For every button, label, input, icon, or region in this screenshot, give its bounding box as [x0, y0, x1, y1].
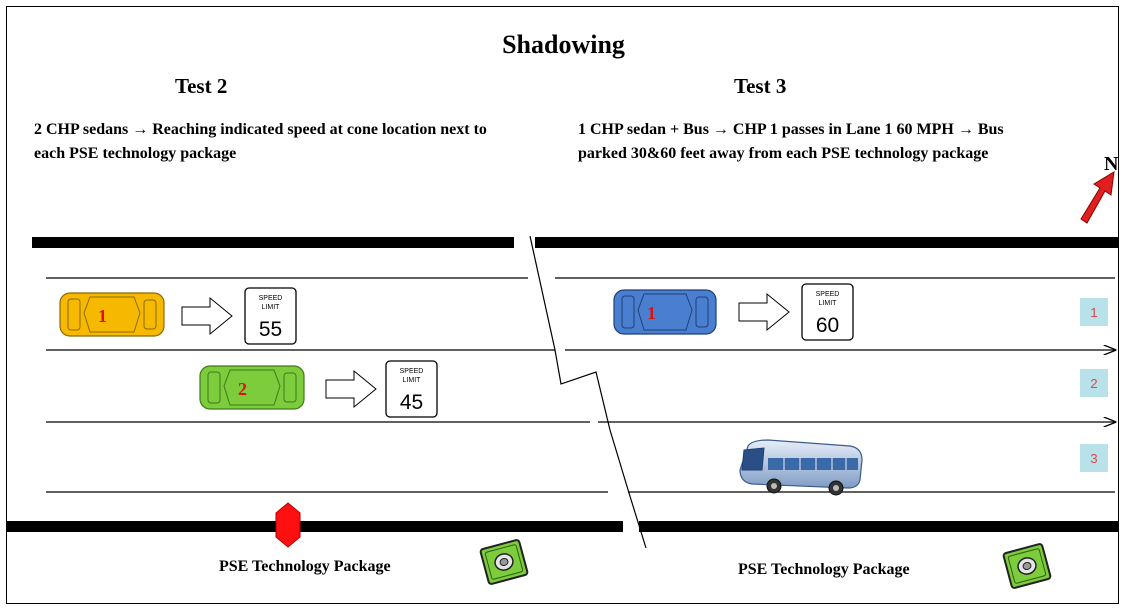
car-3-label: 1 [647, 303, 656, 323]
north-label: N [1104, 153, 1119, 175]
arrow-car1 [181, 296, 233, 336]
svg-text:SPEED: SPEED [400, 368, 424, 375]
test2-heading: Test 2 [175, 74, 228, 98]
cone-marker [275, 502, 301, 548]
speed-60: 60 [816, 314, 839, 337]
car-1-blue: 1 [613, 289, 717, 335]
car-2-label: 2 [238, 379, 247, 399]
test3-heading: Test 3 [734, 74, 787, 98]
road-top-edge-left [32, 237, 514, 248]
speed-limit-sign-55: SPEED LIMIT 55 [244, 287, 297, 345]
pse-package-label-right: PSE Technology Package [738, 561, 910, 578]
speed-45: 45 [400, 391, 423, 414]
car-1-label: 1 [98, 306, 107, 326]
road-bottom-edge-right [639, 521, 1119, 532]
car-1-yellow: 1 [59, 292, 165, 337]
speed-limit-sign-45: SPEED LIMIT 45 [385, 360, 438, 418]
pse-package-icon-left [479, 539, 529, 585]
test3-description: 1 CHP sedan + Bus → CHP 1 passes in Lane… [578, 121, 1004, 162]
car-2-green: 2 [199, 365, 305, 410]
pse-package-icon-right [1002, 543, 1052, 589]
diagram-frame [6, 6, 1119, 604]
arrow-car2 [325, 369, 377, 409]
bus-icon [739, 439, 863, 496]
svg-text:LIMIT: LIMIT [262, 304, 281, 311]
svg-text:LIMIT: LIMIT [403, 377, 422, 384]
lane-number-1: 1 [1080, 298, 1108, 326]
lane-number-2: 2 [1080, 369, 1108, 397]
test-separator-line [529, 235, 647, 549]
road-top-edge-right [535, 237, 1119, 248]
speed-55: 55 [259, 318, 282, 341]
test2-description: 2 CHP sedans → Reaching indicated speed … [34, 121, 487, 162]
svg-text:LIMIT: LIMIT [819, 300, 838, 307]
pse-package-label-left: PSE Technology Package [219, 558, 391, 575]
lane-number-3: 3 [1080, 444, 1108, 472]
arrow-car3 [738, 292, 790, 332]
speed-limit-sign-60: SPEED LIMIT 60 [801, 283, 854, 341]
diagram-title: Shadowing [502, 30, 625, 59]
road-bottom-edge-left [6, 521, 623, 532]
svg-text:SPEED: SPEED [816, 291, 840, 298]
north-arrow-icon: N [1080, 153, 1119, 224]
svg-text:SPEED: SPEED [259, 295, 283, 302]
